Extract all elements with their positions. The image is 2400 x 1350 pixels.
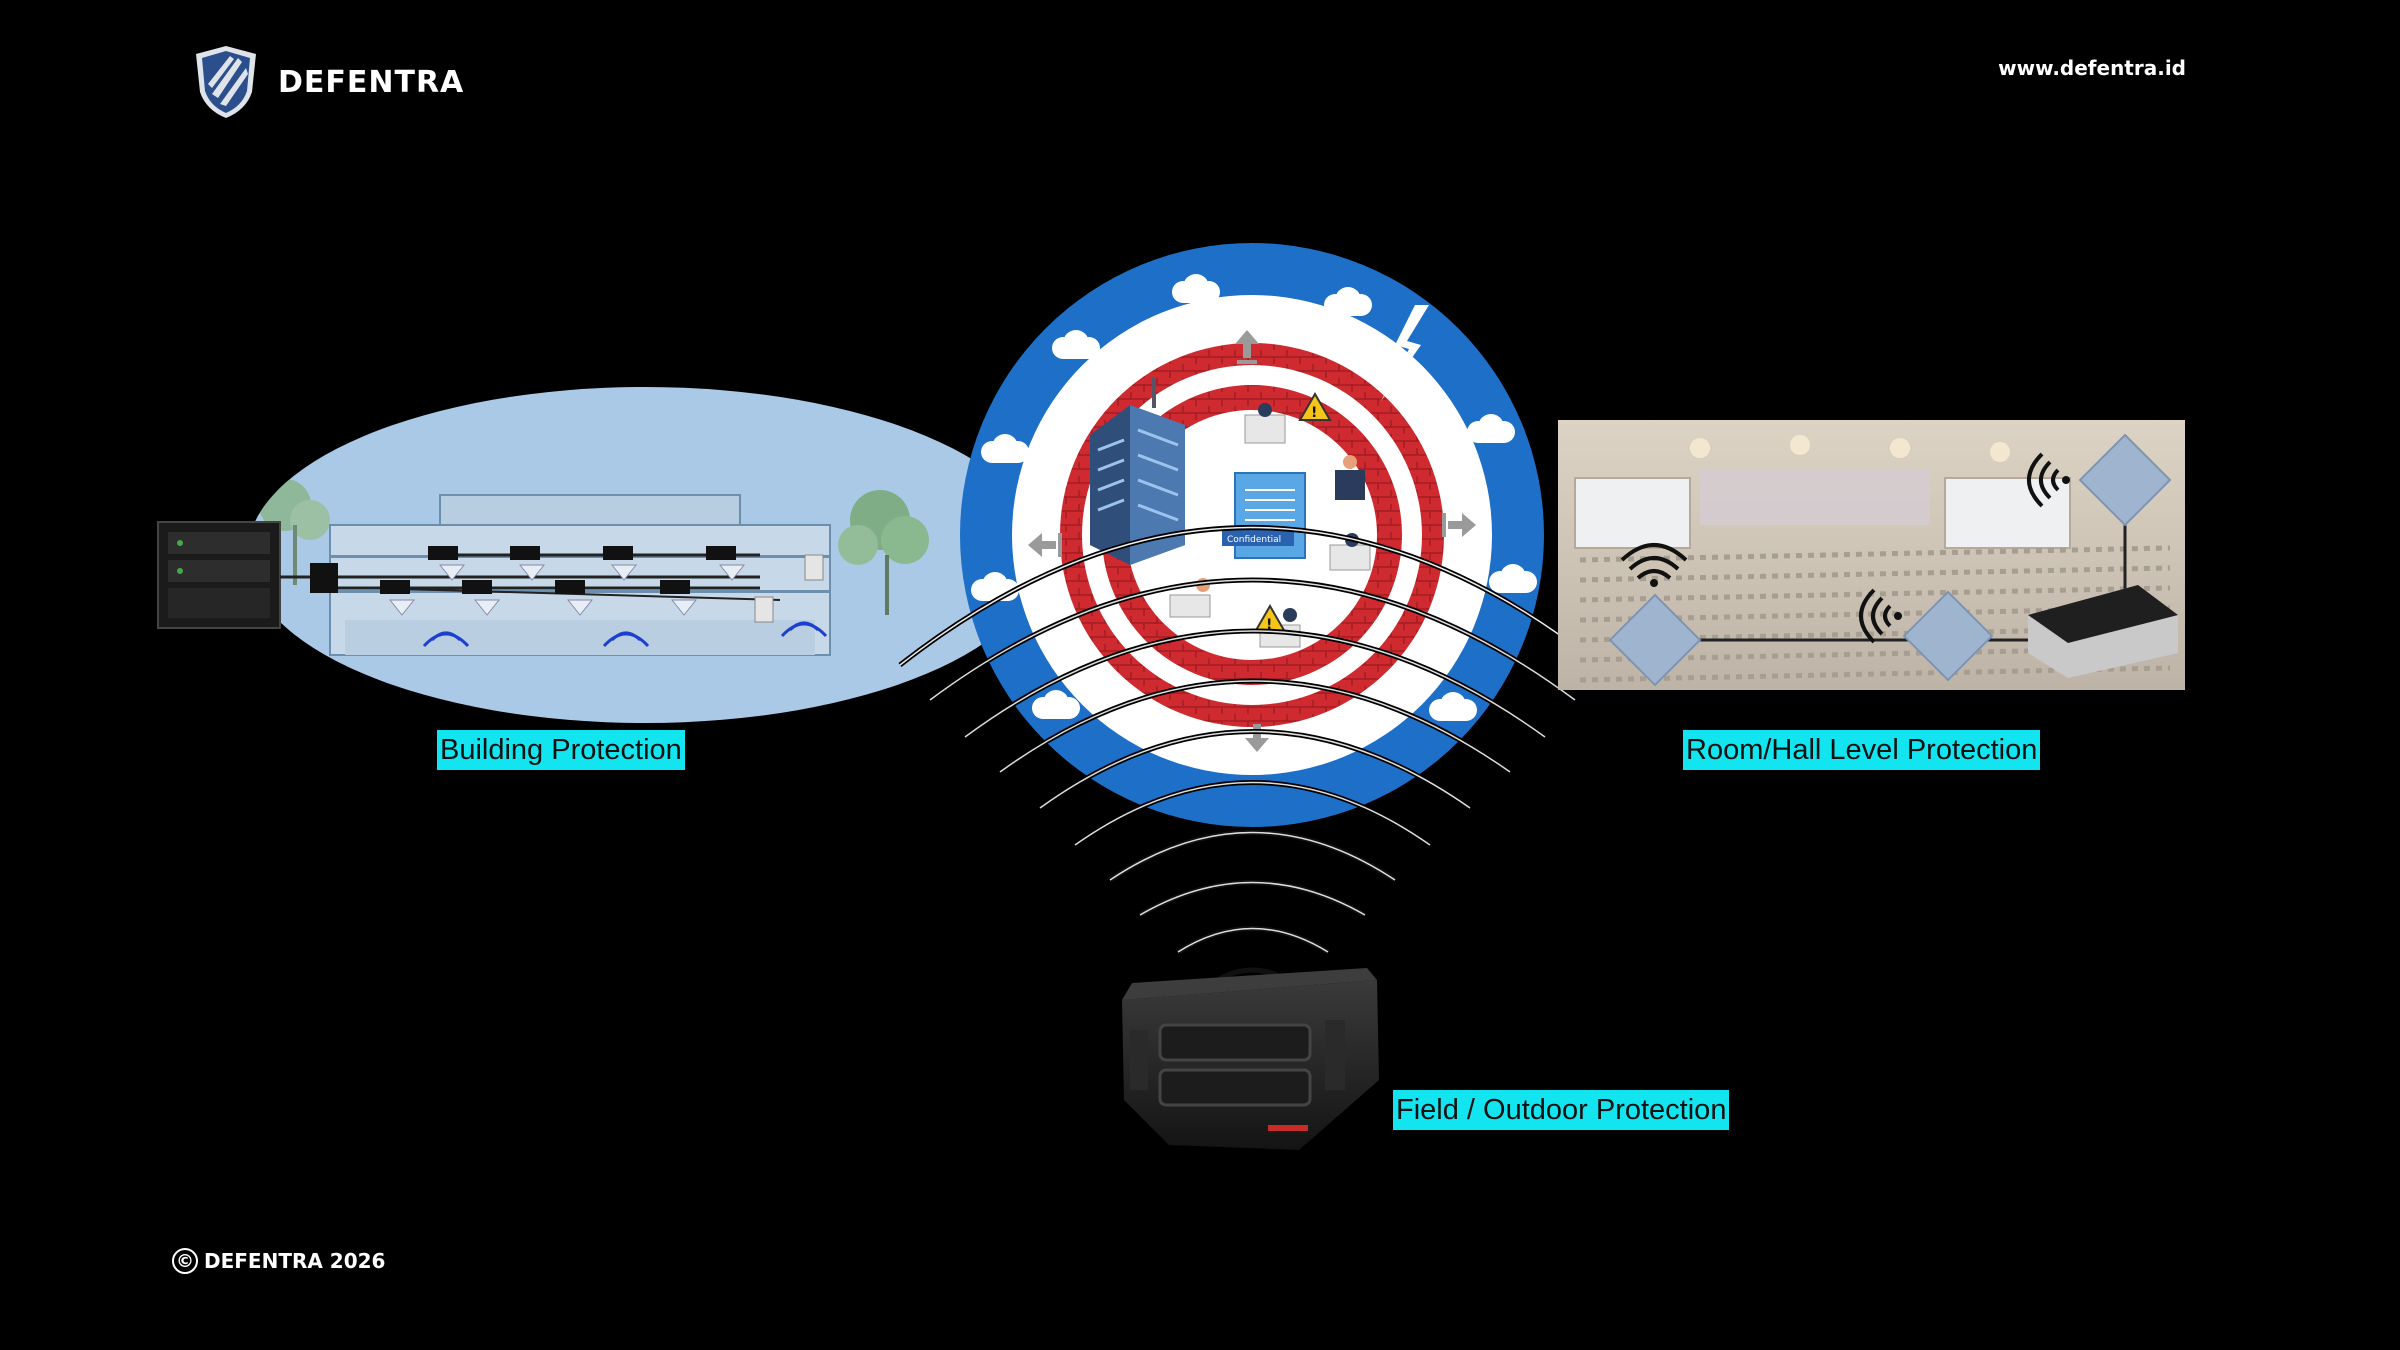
shield-logo-icon [196, 46, 256, 118]
wifi-icon [1859, 588, 1892, 644]
confidential-label: Confidential [1227, 535, 1281, 545]
confidential-document-icon: Confidential [1222, 472, 1306, 559]
label-building-protection: Building Protection [437, 730, 685, 770]
brand-name: DEFENTRA [278, 64, 465, 100]
central-protection-circle: Confidential ! ! [960, 243, 1544, 827]
wifi-icon [2027, 452, 2060, 508]
brand-logo: DEFENTRA [190, 44, 464, 120]
wifi-icon [1620, 543, 1688, 580]
sensor-node-icon [1608, 433, 2172, 687]
hall-illustration [1558, 420, 2185, 690]
copyright-text: DEFENTRA 2026 [204, 1249, 386, 1273]
svg-text:!: ! [1266, 617, 1272, 633]
copyright-icon: © [172, 1248, 198, 1274]
website-url[interactable]: www.defentra.id [1998, 56, 2186, 80]
copyright-footer: © DEFENTRA 2026 [172, 1248, 385, 1274]
jammer-device-icon [2028, 585, 2178, 678]
cloud-icon [971, 274, 1537, 721]
arrow-icon [1028, 330, 1476, 752]
office-tower-icon [1090, 378, 1185, 565]
svg-text:!: ! [1311, 405, 1317, 421]
warning-icon: ! ! [1253, 391, 1332, 633]
rack-server-icon [157, 521, 281, 629]
field-case-icon [1122, 968, 1379, 1150]
label-field-outdoor-protection: Field / Outdoor Protection [1393, 1090, 1730, 1130]
building-illustration [157, 387, 1043, 723]
label-room-hall-protection: Room/Hall Level Protection [1683, 730, 2041, 770]
